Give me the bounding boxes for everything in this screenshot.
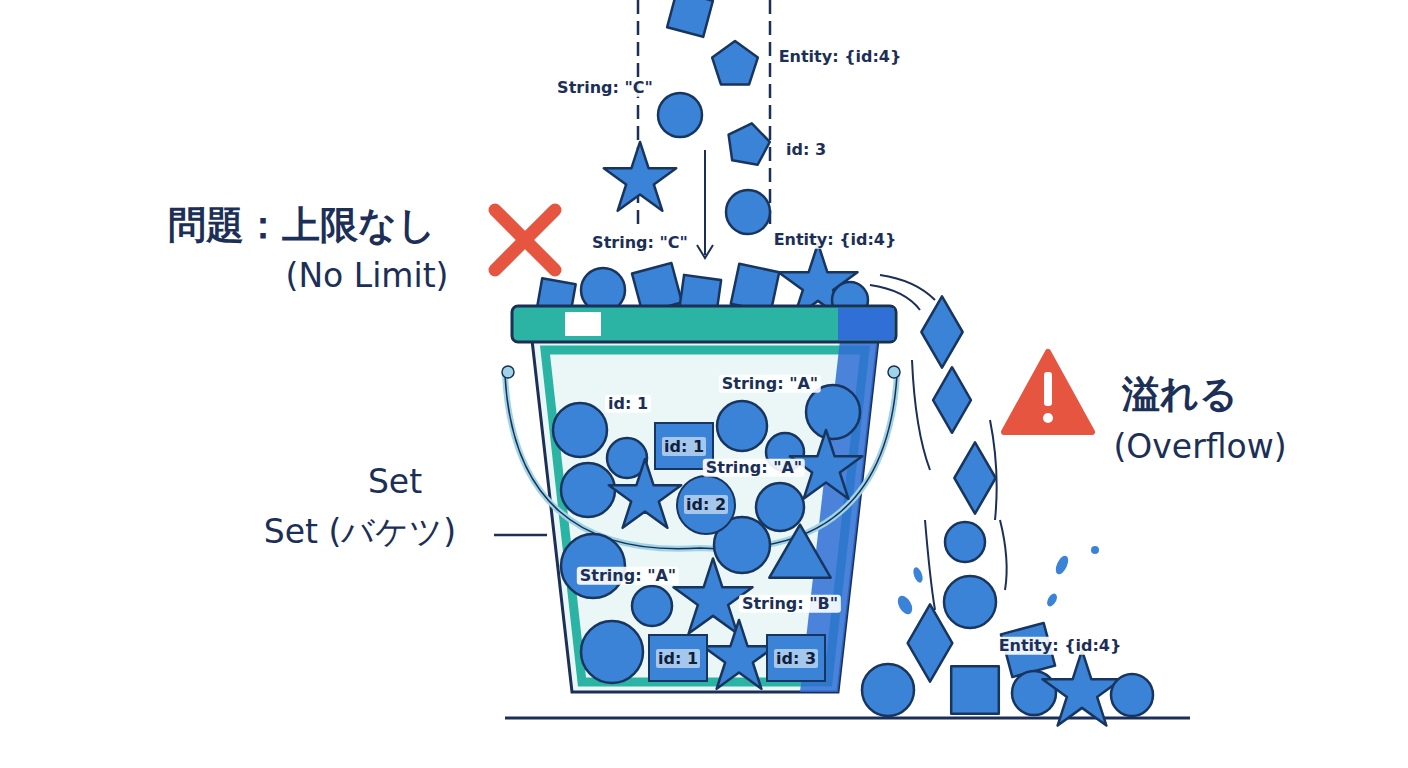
fall-arrow (704, 150, 706, 255)
fall-arrow-head (697, 245, 713, 258)
node-text: id: 1 (662, 437, 706, 456)
item-shape (862, 664, 914, 716)
bucket (502, 340, 900, 692)
fall-guide (769, 0, 772, 225)
code-label: id: 3 (783, 141, 829, 159)
set-label: Set (368, 463, 422, 501)
overflow-subheading: (Overflow) (1113, 428, 1286, 466)
item-shape (658, 93, 702, 137)
item-shape (908, 604, 953, 681)
bucket-rim (838, 308, 894, 340)
warning-icon (1044, 372, 1052, 406)
code-label: String: "A" (719, 375, 821, 393)
item-shape (806, 385, 860, 439)
item-shape (944, 576, 996, 628)
code-label: Entity: {id:4} (771, 231, 900, 249)
ground-line (505, 717, 1190, 720)
code-label: String: "A" (703, 459, 805, 477)
item-shape (561, 463, 615, 517)
node-text: id: 1 (656, 649, 700, 668)
code-label: String: "C" (589, 234, 691, 252)
item-shape (632, 586, 672, 626)
item-shape (581, 621, 643, 683)
item-shape (703, 620, 775, 689)
item-shape (667, 0, 713, 37)
node-text: id: 3 (774, 649, 818, 668)
set-label: Set (バケツ) (264, 513, 456, 551)
item-shape (604, 142, 676, 211)
warning-icon (1043, 413, 1053, 423)
rim-highlight (565, 312, 601, 336)
code-label: Entity: {id:4} (996, 637, 1125, 655)
item-shape (717, 401, 767, 451)
item-shape (724, 120, 772, 166)
item-shape (1042, 650, 1121, 725)
warning-icon (1004, 352, 1092, 432)
item-shape (954, 442, 995, 513)
entity-square: id: 1 (648, 634, 708, 682)
overflow-heading: 溢れる (1122, 373, 1238, 417)
item-shape (933, 367, 971, 433)
entity-circle: id: 2 (676, 475, 736, 535)
entity-square: id: 3 (766, 634, 826, 682)
code-label: String: "B" (739, 595, 841, 613)
cross-mark (495, 210, 555, 270)
item-shape (1111, 674, 1153, 716)
bucket-rim (512, 306, 896, 342)
code-label: String: "A" (577, 567, 679, 585)
item-shape (553, 403, 607, 457)
problem-subheading: (No Limit) (286, 257, 449, 295)
code-label: Entity: {id:4} (776, 48, 905, 66)
leader-line (494, 534, 547, 537)
item-shape (756, 483, 804, 531)
code-label: id: 1 (605, 395, 651, 413)
item-shape (945, 522, 985, 562)
item-shape (951, 666, 999, 714)
node-text: id: 2 (684, 495, 728, 514)
item-shape (921, 296, 962, 367)
code-label: String: "C" (554, 79, 656, 97)
item-shape (1012, 671, 1056, 715)
item-shape (712, 41, 758, 84)
item-shape (726, 190, 770, 234)
item-shape (769, 525, 830, 578)
problem-heading: 問題：上限なし (168, 204, 436, 248)
